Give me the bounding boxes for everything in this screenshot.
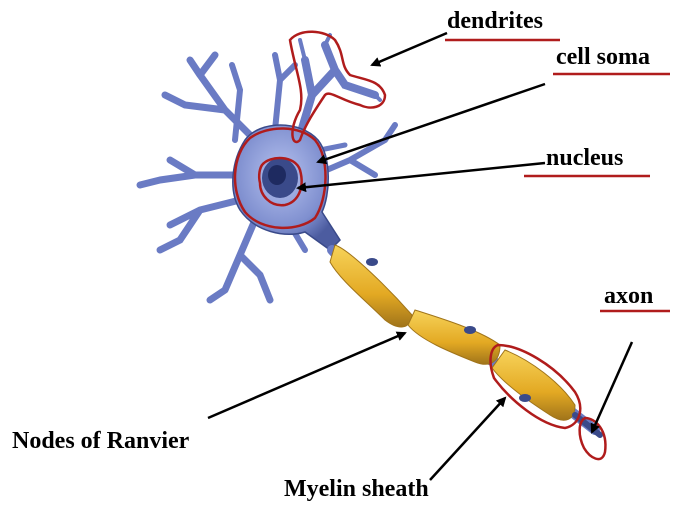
axon-arrow [592, 342, 632, 432]
axon-shape [330, 245, 600, 435]
cell-soma-arrow [318, 84, 545, 162]
label-nodes-of-ranvier: Nodes of Ranvier [12, 428, 189, 455]
myelin-sheath-arrow [430, 398, 505, 480]
label-cell-soma: cell soma [556, 44, 650, 71]
label-myelin-sheath: Myelin sheath [284, 476, 429, 503]
myelin-segment-3 [492, 350, 575, 420]
label-dendrites: dendrites [447, 8, 543, 35]
label-nucleus: nucleus [546, 145, 623, 172]
myelin-segment-2 [408, 310, 500, 364]
label-underlines [445, 40, 670, 311]
nodes-of-ranvier-arrow [208, 333, 405, 418]
myelin-segment-1 [330, 245, 412, 327]
dendrites-arrow [372, 33, 447, 65]
label-axon: axon [604, 283, 653, 310]
